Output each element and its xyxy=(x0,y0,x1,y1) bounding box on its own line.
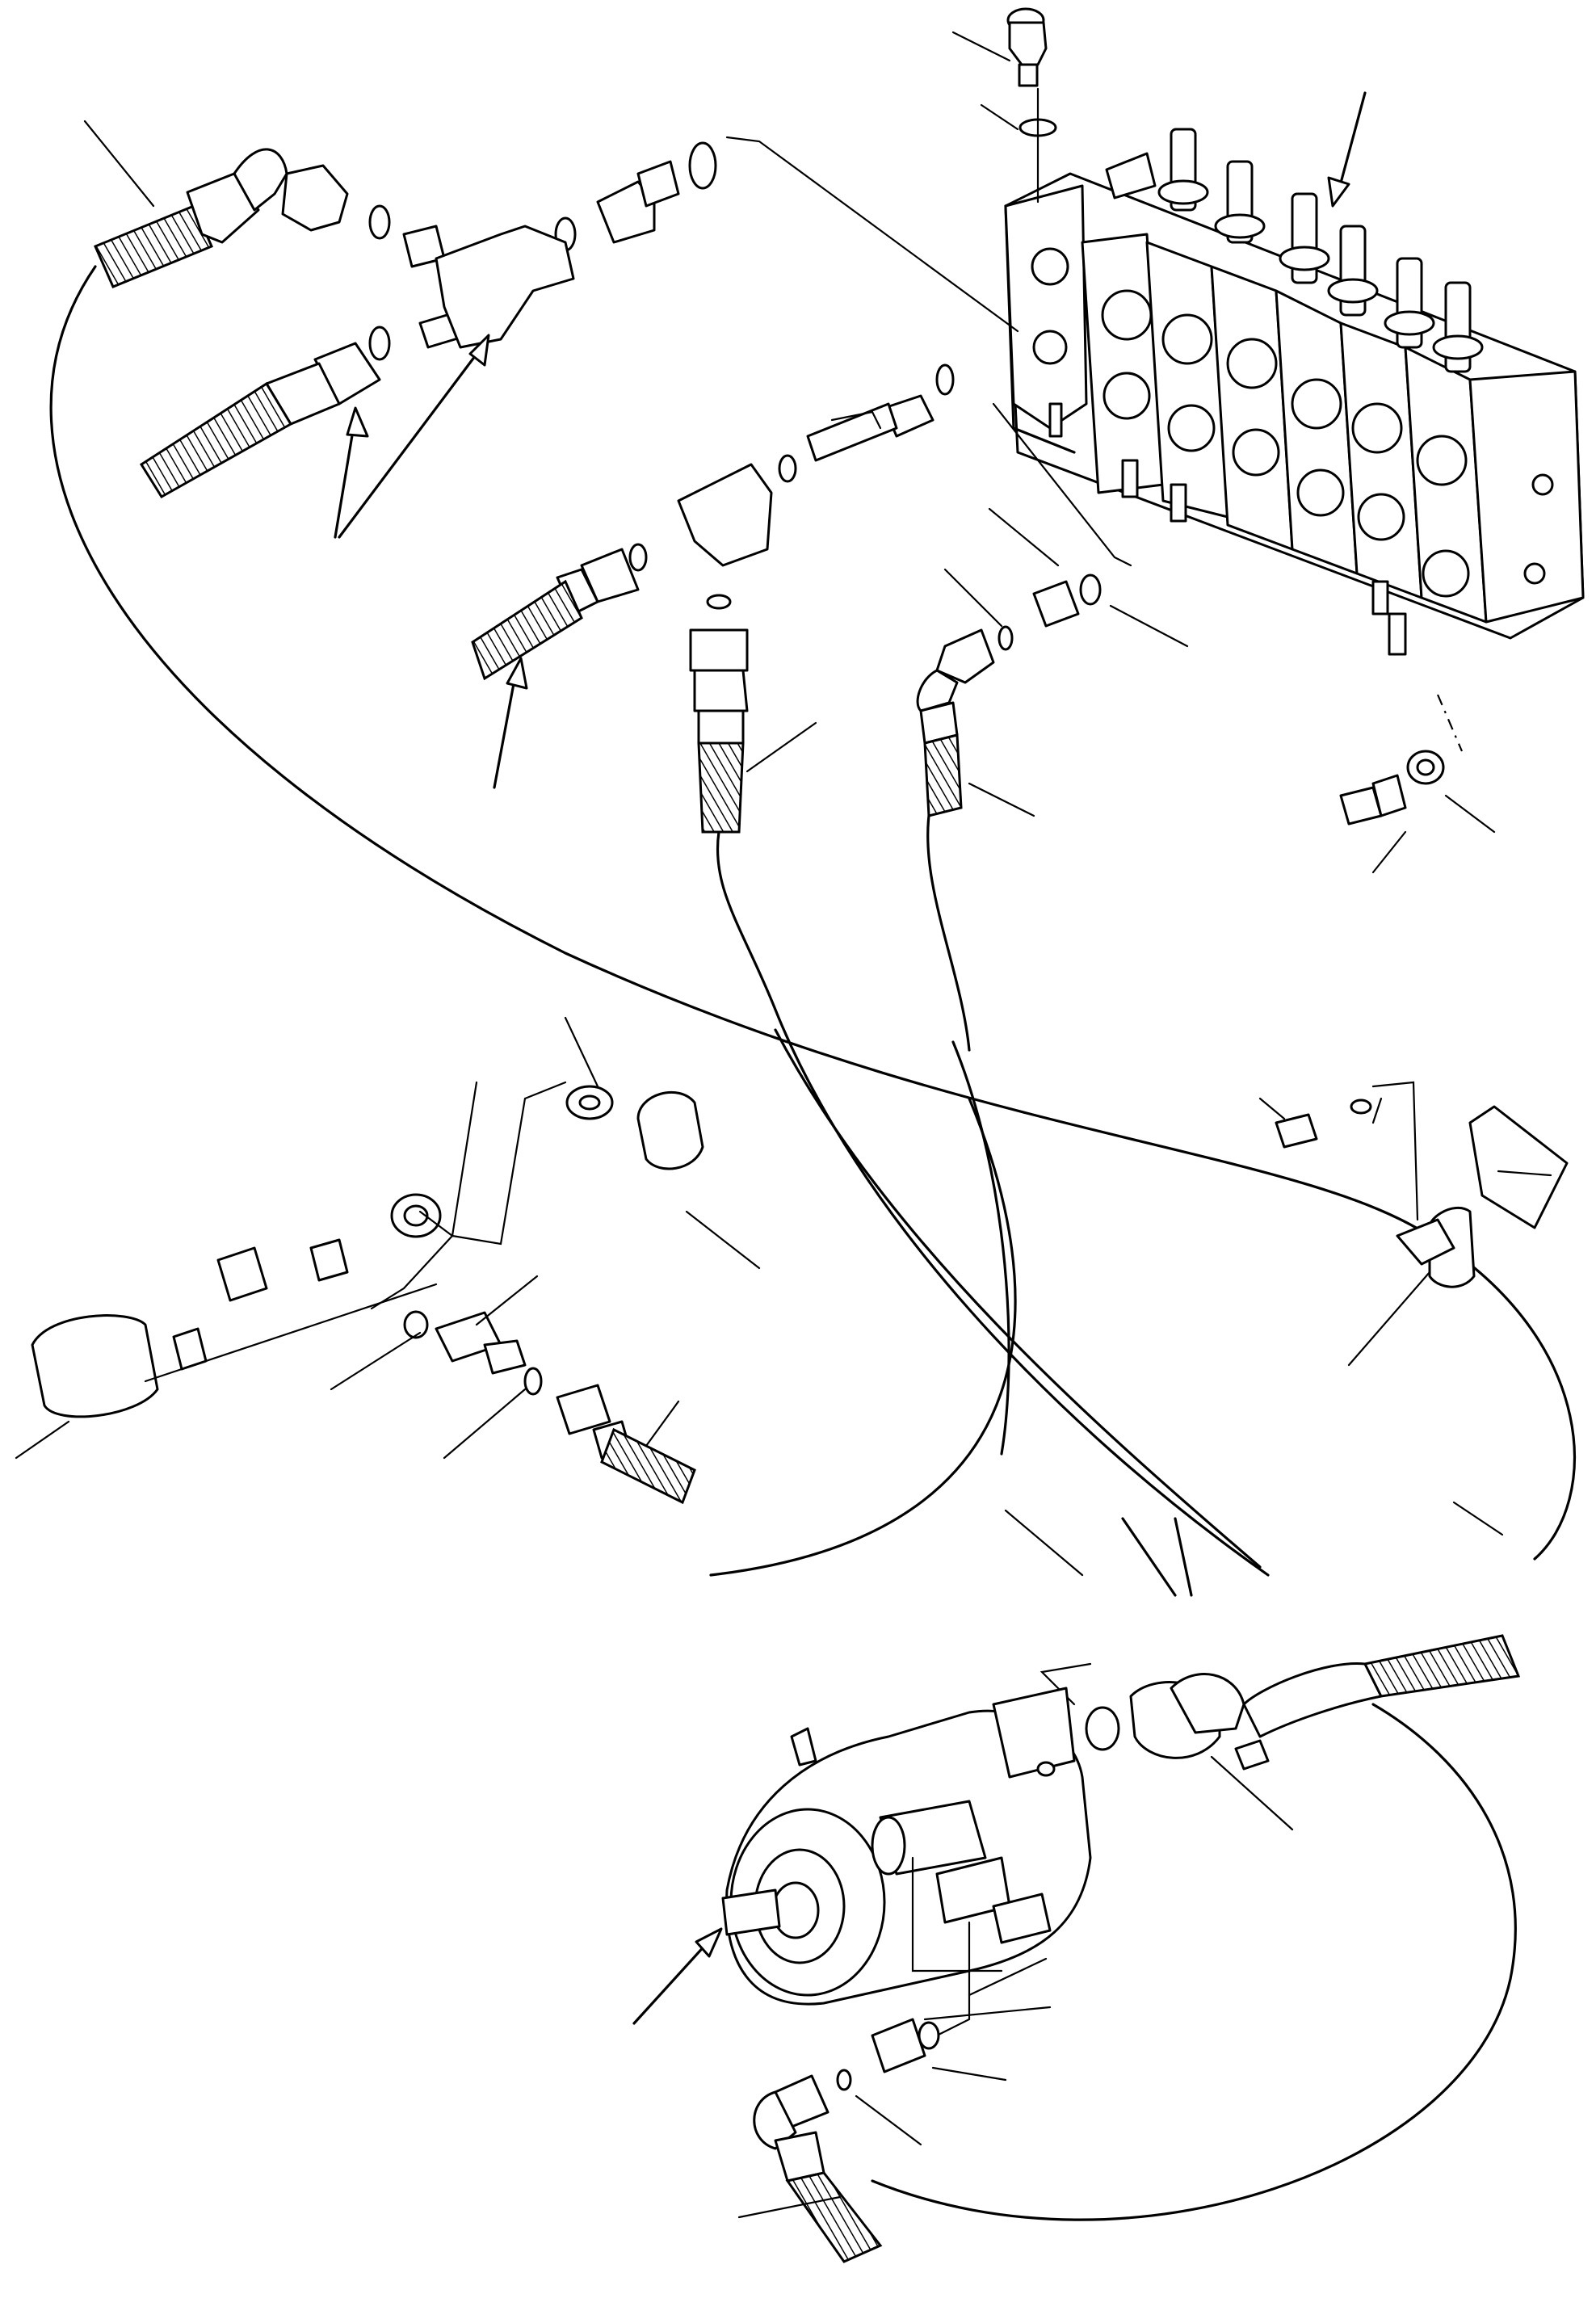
callout-arrows xyxy=(334,91,1367,2025)
tee-fitting-middle xyxy=(471,363,955,834)
elbow-hose-right xyxy=(916,402,1132,817)
mounting-clamp xyxy=(1275,1081,1569,1288)
plug-and-washer xyxy=(1339,694,1464,826)
valve-spools xyxy=(1105,128,1484,373)
valve-sections xyxy=(1081,233,1585,624)
control-valve-block xyxy=(1004,128,1585,656)
pump-bottom-hose xyxy=(753,2018,940,2263)
relief-valve-cap xyxy=(1006,7,1057,204)
callout-leaders xyxy=(15,31,1504,2219)
tee-fitting-upper xyxy=(94,136,1019,499)
hose-lines xyxy=(49,265,1576,2221)
hydraulic-pump xyxy=(721,1634,1521,2037)
suction-group xyxy=(31,1081,704,1505)
